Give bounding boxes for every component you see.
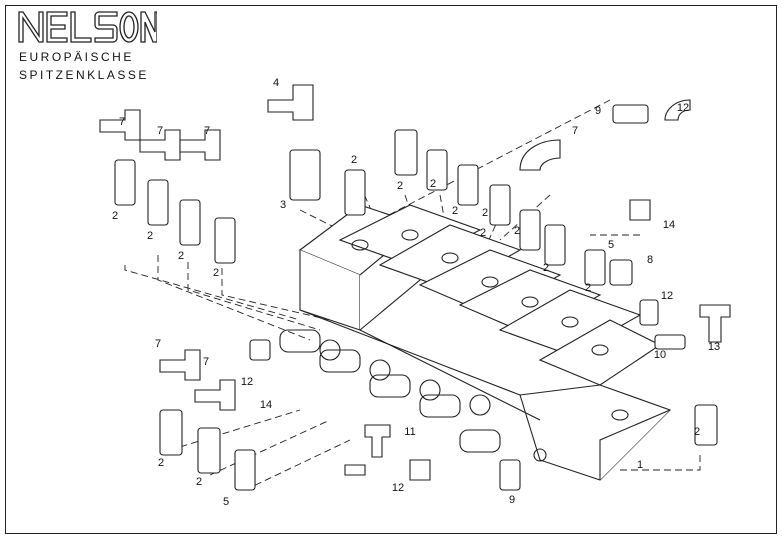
callout-11: 11 <box>404 426 416 438</box>
callout-4: 4 <box>272 77 280 89</box>
ports <box>319 229 629 462</box>
callout-12: 12 <box>660 290 674 302</box>
spool-caps <box>279 329 501 453</box>
callout-12: 12 <box>240 376 254 388</box>
nelson-logo <box>18 11 157 43</box>
callout-1: 1 <box>636 459 644 471</box>
callout-5: 5 <box>222 496 230 508</box>
elbow-fittings <box>99 84 691 481</box>
callout-2: 2 <box>513 225 521 237</box>
callout-13: 13 <box>707 341 721 353</box>
callout-7: 7 <box>156 125 164 137</box>
callout-10: 10 <box>653 349 667 361</box>
callout-2: 2 <box>451 205 459 217</box>
callout-3: 3 <box>279 199 287 211</box>
callout-2: 2 <box>195 476 203 488</box>
tee-fittings <box>249 104 731 491</box>
callout-2: 2 <box>146 230 154 242</box>
callout-2: 2 <box>584 282 592 294</box>
callout-7: 7 <box>203 125 211 137</box>
callout-5: 5 <box>607 239 615 251</box>
fittings <box>114 129 718 491</box>
callout-2: 2 <box>429 178 437 190</box>
callout-9: 9 <box>594 105 602 117</box>
callout-7: 7 <box>202 356 210 368</box>
callout-14: 14 <box>259 399 273 411</box>
callout-7: 7 <box>571 125 579 137</box>
callout-2: 2 <box>111 210 119 222</box>
manifold-block <box>298 204 672 481</box>
callout-2: 2 <box>350 154 358 166</box>
callout-2: 2 <box>157 457 165 469</box>
callout-2: 2 <box>177 250 185 262</box>
callout-12: 12 <box>676 102 690 114</box>
callout-2: 2 <box>479 227 487 239</box>
callout-8: 8 <box>646 254 654 266</box>
callout-2: 2 <box>542 262 550 274</box>
tagline-line2: SPITZENKLASSE <box>19 68 149 82</box>
callout-2: 2 <box>396 180 404 192</box>
callout-2: 2 <box>693 426 701 438</box>
callout-2: 2 <box>212 267 220 279</box>
callout-12: 12 <box>391 482 405 494</box>
drawing-frame <box>5 5 777 534</box>
callout-14: 14 <box>662 219 676 231</box>
callout-2: 2 <box>481 207 489 219</box>
callout-9: 9 <box>508 494 516 506</box>
tagline-line1: EUROPÄISCHE <box>19 50 134 64</box>
callout-7: 7 <box>118 116 126 128</box>
callout-7: 7 <box>154 338 162 350</box>
